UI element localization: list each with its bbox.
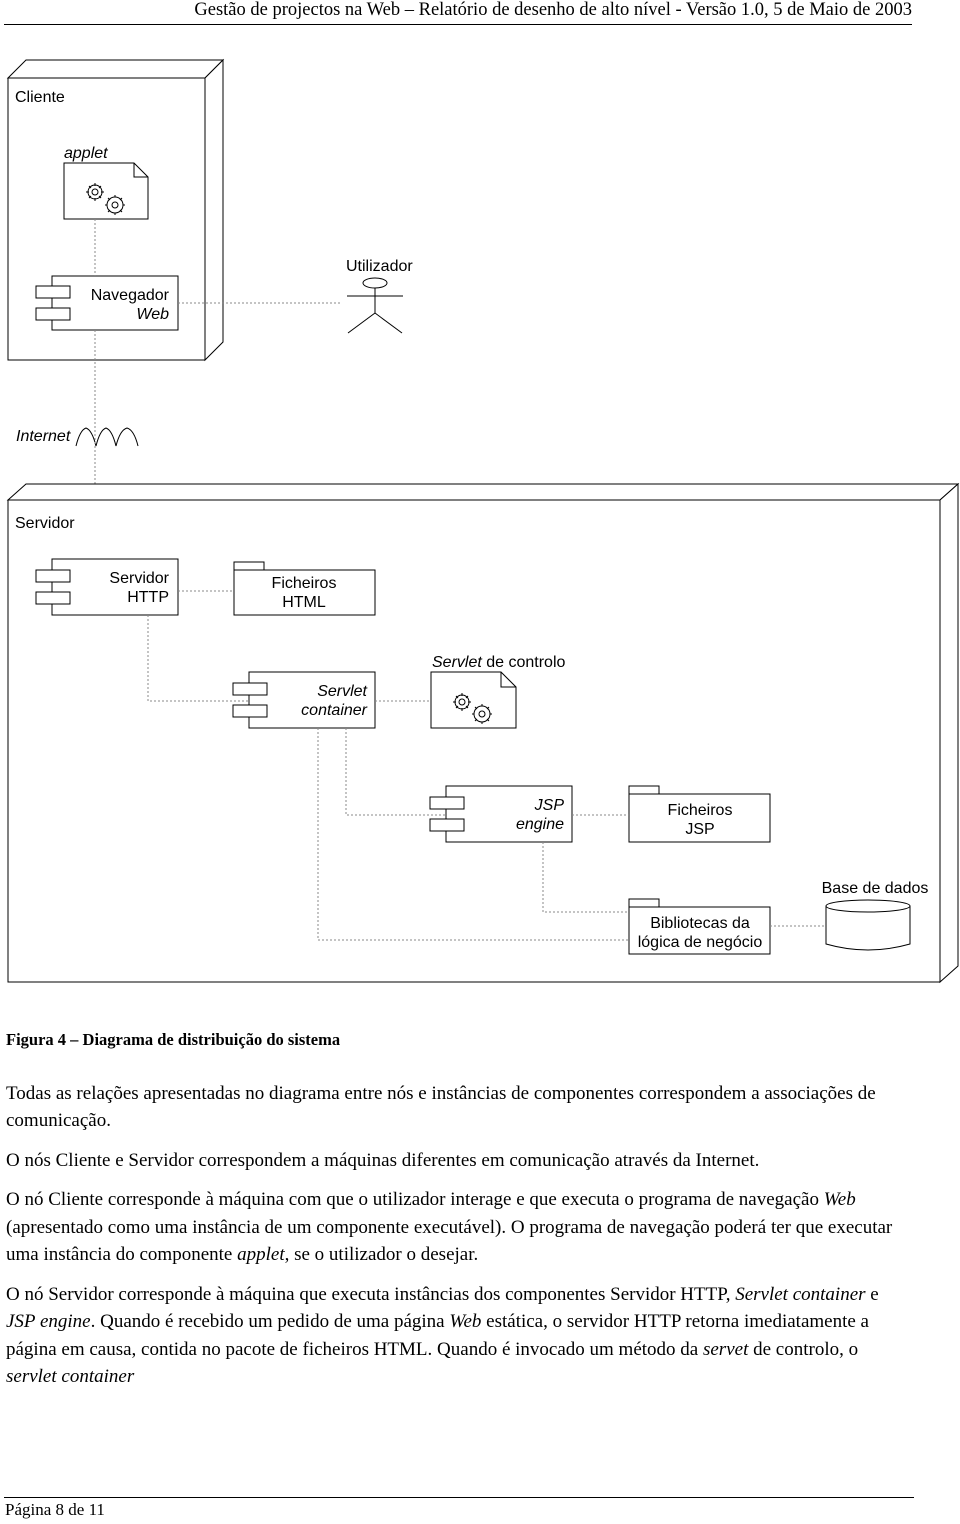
servidor-label: Servidor — [15, 515, 75, 532]
paragraph-3: O nó Cliente corresponde à máquina com q… — [6, 1189, 893, 1265]
jsp-bibliotecas-link — [542, 842, 629, 913]
paragraph-1: Todas as relações apresentadas no diagra… — [6, 1082, 876, 1132]
utilizador-actor: Utilizador — [346, 258, 413, 334]
servidor-node: Servidor — [6, 482, 960, 984]
navegador-line2: Web — [136, 306, 169, 323]
page-footer: Página 8 de 11 — [0, 1490, 960, 1524]
servidor-http-line2: HTTP — [127, 589, 169, 606]
jsp-engine-line1: JSP — [534, 797, 565, 814]
servlet-controlo-label: Servlet de controlo — [432, 654, 566, 671]
page-number: Página 8 de 11 — [5, 1500, 105, 1519]
base-dados-database: Base de dados — [822, 880, 929, 951]
applet-label: applet — [64, 145, 108, 162]
header-title: Gestão de projectos na Web – Relatório d… — [194, 0, 912, 20]
footer-rule — [4, 1497, 914, 1498]
navegador-line1: Navegador — [91, 287, 170, 304]
ficheiros-jsp-package: Ficheiros JSP — [628, 785, 771, 843]
container-jsp-link — [345, 728, 446, 816]
bibliotecas-line1: Bibliotecas da — [650, 915, 750, 932]
bibliotecas-package: Bibliotecas da lógica de negócio — [628, 898, 771, 955]
ficheiros-jsp-line2: JSP — [685, 821, 714, 838]
applet-component: applet — [63, 145, 149, 220]
servlet-container-line1: Servlet — [317, 683, 367, 700]
servidor-http-component: Servidor HTTP — [35, 558, 179, 616]
gear-icon — [86, 183, 125, 215]
figure-caption: Figura 4 – Diagrama de distribuição do s… — [6, 1030, 341, 1049]
gear-icon — [453, 693, 492, 724]
base-dados-label: Base de dados — [822, 880, 929, 897]
servlet-controlo-component: Servlet de controlo — [430, 654, 566, 729]
bibliotecas-line2: lógica de negócio — [638, 934, 763, 951]
servlet-container-component: Servlet container — [232, 671, 376, 729]
document-body: Figura 4 – Diagrama de distribuição do s… — [6, 1026, 906, 1403]
ficheiros-jsp-line1: Ficheiros — [668, 802, 733, 819]
servlet-container-line2: container — [301, 702, 367, 719]
ficheiros-html-line1: Ficheiros — [272, 575, 337, 592]
internet-link: Internet — [16, 427, 139, 447]
paragraph-2: O nós Cliente e Servidor correspondem a … — [6, 1149, 760, 1171]
header-rule — [4, 24, 912, 25]
http-servlet-link — [147, 615, 249, 702]
servidor-http-line1: Servidor — [109, 570, 169, 587]
paragraph-4: O nó Servidor corresponde à máquina que … — [6, 1283, 879, 1388]
utilizador-label: Utilizador — [346, 258, 413, 275]
ficheiros-html-package: Ficheiros HTML — [233, 561, 376, 616]
navegador-web-component: Navegador Web — [35, 275, 179, 331]
cliente-label: Cliente — [15, 89, 65, 106]
container-bibliotecas-link — [317, 728, 629, 941]
deployment-diagram: Cliente applet Utilizador — [0, 40, 960, 995]
jsp-engine-line2: engine — [516, 816, 564, 833]
jsp-engine-component: JSP engine — [429, 785, 573, 843]
page-header: Gestão de projectos na Web – Relatório d… — [0, 0, 960, 30]
ficheiros-html-line2: HTML — [282, 594, 326, 611]
internet-label: Internet — [16, 428, 71, 445]
